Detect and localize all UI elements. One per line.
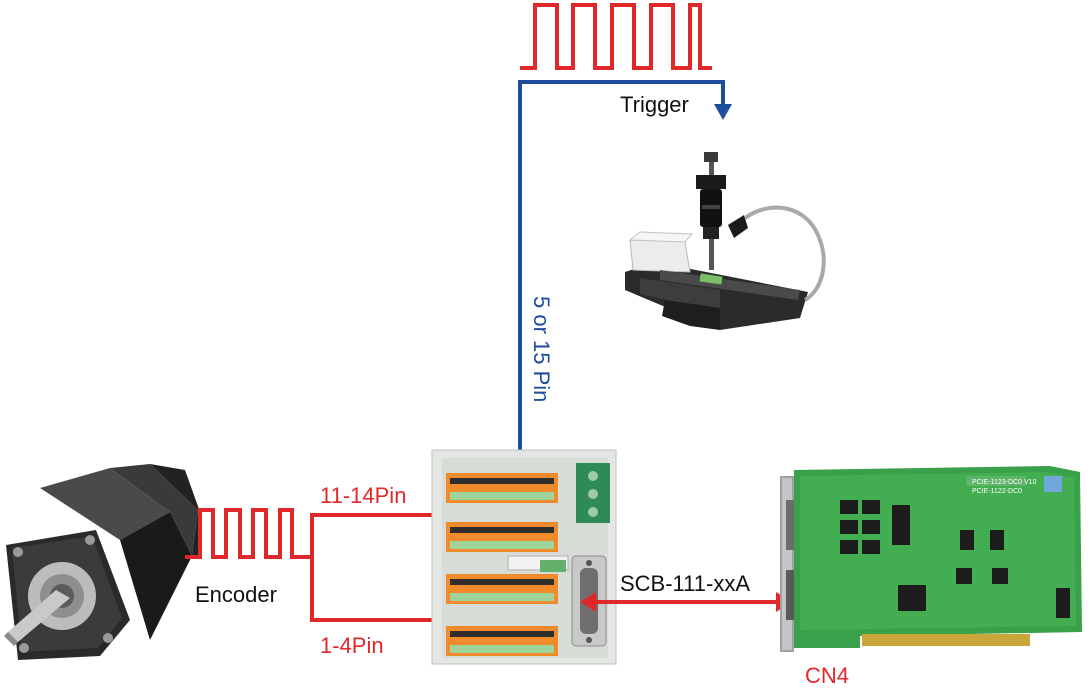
arrow-left-icon	[580, 592, 596, 612]
board-model-sub: PCIE-1122-DC0	[972, 488, 1022, 495]
pins-upper-label: 11-14Pin	[320, 483, 406, 508]
connector-label: CN4	[805, 663, 849, 688]
trigger-label: Trigger	[620, 92, 689, 117]
encoder-label: Encoder	[195, 582, 277, 607]
trigger-pulse-train	[520, 3, 712, 70]
trigger-arrow-icon	[714, 104, 732, 120]
terminal-block-icon	[431, 449, 617, 665]
board-model-main: PCIE-1123-DC0 V10	[972, 479, 1037, 486]
camera-stage-icon	[625, 152, 826, 330]
cable-label: SCB-111-xxA	[620, 571, 750, 596]
encoder-pulse-train	[185, 508, 305, 559]
stepper-motor-icon	[4, 464, 200, 660]
pins-lower-label: 1-4Pin	[320, 633, 384, 658]
trigger-line	[518, 80, 725, 632]
pcie-card-icon: PCIE-1123-DC0 V10 PCIE-1122-DC0	[780, 466, 1082, 652]
cable-pin-label: 5 or 15 Pin	[529, 296, 554, 402]
